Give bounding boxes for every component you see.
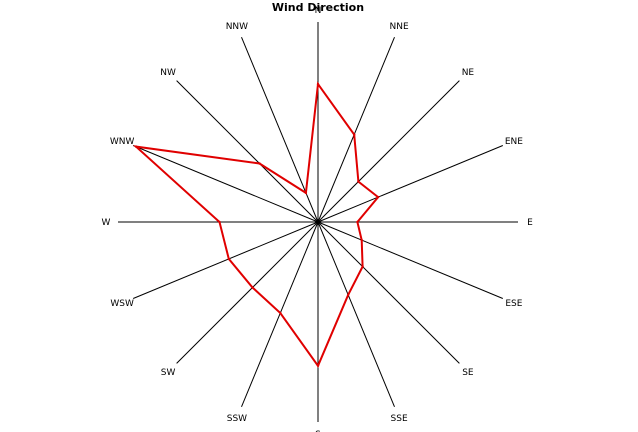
direction-label-n: N (315, 6, 322, 16)
data-point-ene (376, 195, 380, 199)
direction-label-ene: ENE (505, 137, 523, 147)
direction-label-nnw: NNW (226, 22, 248, 32)
data-point-se (361, 265, 364, 268)
chart-title: Wind Direction (272, 1, 364, 14)
direction-label-nne: NNE (390, 22, 409, 32)
axis-spoke-wnw (133, 145, 319, 223)
direction-labels: N NNE NE ENE E ESE SE SSE S SSW SW WSW W WNW NW NNW (102, 6, 534, 432)
axis-spoke-sw (176, 221, 319, 364)
axis-spoke-ne (317, 80, 460, 223)
axis-spokes (118, 22, 518, 422)
data-point-s (316, 364, 320, 367)
direction-label-nw: NW (160, 68, 176, 78)
axis-spoke-ssw (241, 221, 319, 407)
direction-label-ese: ESE (505, 299, 522, 309)
direction-label-s: S (315, 430, 321, 432)
wind-series-line (132, 81, 380, 368)
data-point-nnw (304, 191, 308, 195)
data-point-ese (360, 238, 363, 242)
direction-label-se: SE (462, 368, 474, 378)
data-point-wnw (134, 145, 138, 148)
axis-spoke-wsw (133, 221, 319, 299)
direction-label-sw: SW (161, 368, 176, 378)
axis-spoke-sse (317, 221, 395, 407)
direction-label-ne: NE (462, 68, 475, 78)
direction-label-wsw: WSW (110, 299, 134, 309)
data-point-ne (357, 180, 360, 183)
data-point-n (316, 82, 320, 86)
data-point-sse (347, 293, 350, 296)
direction-label-wnw: WNW (110, 137, 135, 147)
axis-spoke-ene (317, 145, 503, 223)
data-point-wsw (227, 257, 230, 261)
data-point-sw (251, 286, 254, 289)
direction-label-sse: SSE (391, 414, 408, 424)
axis-spoke-nw (176, 80, 319, 223)
data-point-e (356, 220, 359, 224)
direction-label-w: W (102, 218, 111, 228)
direction-label-ssw: SSW (227, 414, 247, 424)
data-point-nw (258, 162, 261, 165)
axis-spoke-nne (317, 37, 395, 223)
axis-spoke-ese (317, 221, 503, 299)
data-point-nne (353, 133, 356, 136)
data-point-w (218, 220, 221, 224)
axis-spoke-se (317, 221, 460, 364)
direction-label-e: E (527, 218, 533, 228)
data-point-ssw (279, 311, 282, 315)
series-layer (132, 81, 380, 368)
